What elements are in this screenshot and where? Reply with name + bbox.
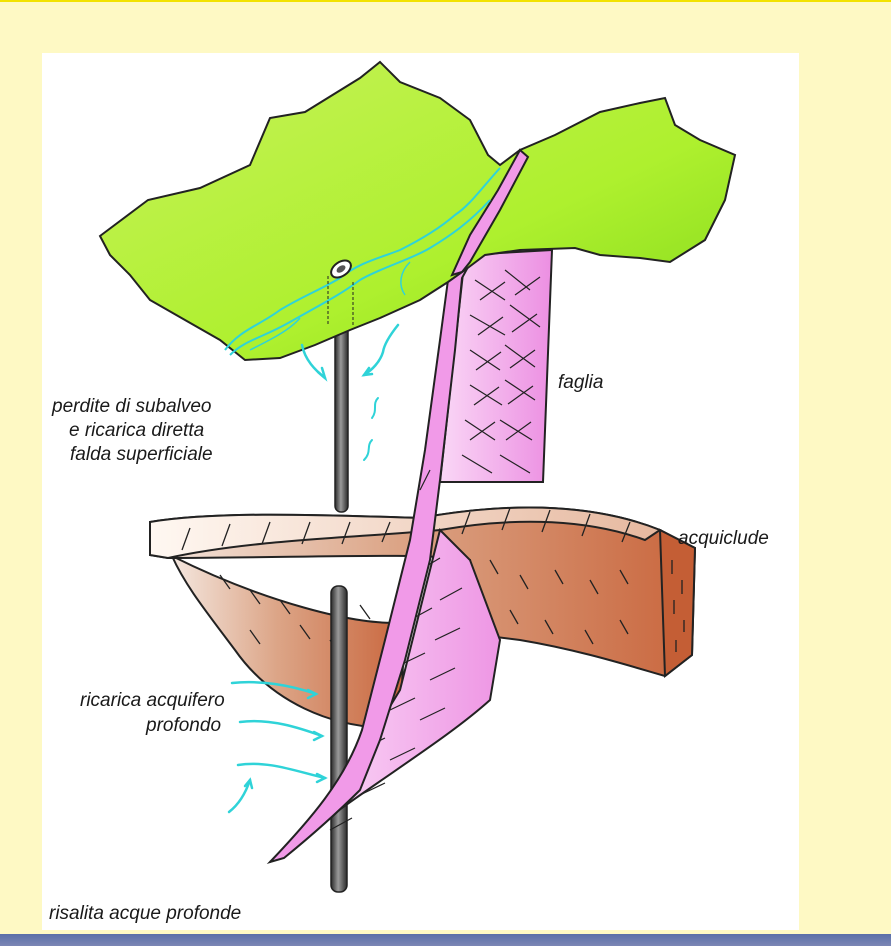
bottom-bar xyxy=(0,934,891,946)
label-ricarica-line2: profondo xyxy=(146,715,221,737)
ground-surface xyxy=(100,62,735,360)
label-perdite-line2: e ricarica diretta xyxy=(69,420,204,442)
label-perdite-line1: perdite di subalveo xyxy=(52,396,212,418)
label-ricarica-line1: ricarica acquifero xyxy=(80,690,225,712)
label-risalita: risalita acque profonde xyxy=(49,903,241,925)
label-perdite-line3: falda superficiale xyxy=(70,444,213,466)
label-faglia: faglia xyxy=(558,372,603,394)
label-acquiclude: acquiclude xyxy=(678,528,769,550)
